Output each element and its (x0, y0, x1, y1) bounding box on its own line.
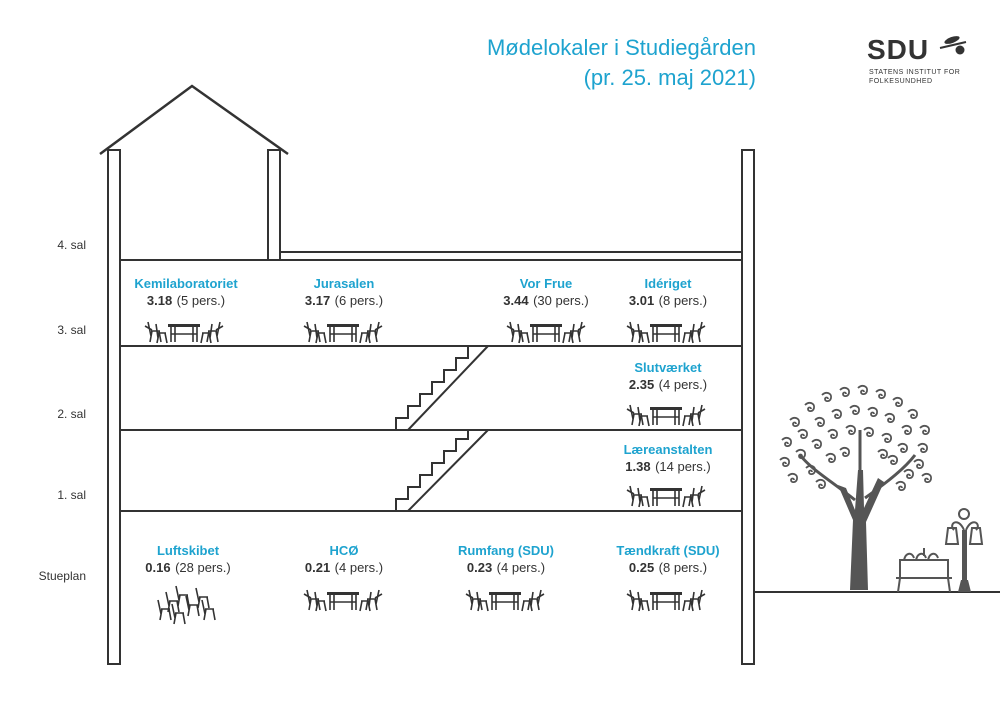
stacked-chairs-icon (157, 585, 216, 625)
room-code: 1.38 (625, 459, 651, 474)
room-code: 3.17 (304, 293, 331, 308)
room-vor-frue: Vor Frue 3.44 (30 pers.) (466, 275, 626, 310)
room-code: 0.25 (628, 560, 655, 575)
floor-label-3: 3. sal (57, 323, 86, 337)
logo-subtitle-2: FOLKESUNDHED (869, 78, 933, 85)
room-code: 3.18 (146, 293, 173, 308)
building-outline (99, 84, 1000, 665)
room-name: Jurasalen (313, 276, 375, 291)
room-taendkraft: Tændkraft (SDU) 0.25 (8 pers.) (588, 542, 748, 577)
floor-label-ground: Stueplan (38, 569, 86, 583)
table-with-chairs-icon (626, 589, 706, 612)
room-name: Idériget (644, 276, 692, 291)
logo-icon (939, 36, 967, 55)
room-code: 2.35 (628, 377, 655, 392)
table-with-chairs-icon (626, 485, 706, 508)
table-with-chairs-icon (144, 321, 224, 344)
room-name: Læreanstalten (623, 442, 713, 457)
room-code: 0.16 (145, 560, 171, 575)
floor-label-2: 2. sal (57, 407, 86, 421)
table-with-chairs-icon (626, 404, 706, 427)
room-name: Slutværket (634, 360, 702, 375)
room-slutvaerket: Slutværket 2.35 (4 pers.) (588, 359, 748, 394)
table-with-chairs-icon (506, 321, 586, 344)
room-ideriget: Idériget 3.01 (8 pers.) (588, 275, 748, 310)
room-capacity: (8 pers.) (658, 560, 708, 575)
sdu-logo: SDU (867, 34, 930, 65)
room-capacity: (14 pers.) (655, 459, 711, 474)
room-code: 0.23 (466, 560, 493, 575)
street-lamp-icon (944, 508, 984, 592)
room-capacity: (4 pers.) (658, 377, 708, 392)
tree-icon (779, 384, 933, 590)
chart-subtitle: (pr. 25. maj 2021) (583, 65, 756, 90)
room-jurasalen: Jurasalen 3.17 (6 pers.) (264, 275, 424, 310)
logo-subtitle-1: STATENS INSTITUT FOR (869, 69, 961, 76)
room-capacity: (30 pers.) (533, 293, 589, 308)
room-rumfang: Rumfang (SDU) 0.23 (4 pers.) (426, 542, 586, 577)
bench-icon (896, 548, 952, 593)
table-with-chairs-icon (465, 589, 545, 612)
room-code: 3.44 (503, 293, 529, 308)
room-laereanstalten: Læreanstalten 1.38 (14 pers.) (588, 441, 748, 476)
floor-label-4: 4. sal (57, 238, 86, 252)
staircase-icon (395, 345, 489, 512)
room-name: Vor Frue (519, 276, 573, 291)
room-capacity: (4 pers.) (334, 560, 384, 575)
room-code: 3.01 (628, 293, 655, 308)
table-with-chairs-icon (303, 321, 383, 344)
room-code: 0.21 (304, 560, 331, 575)
room-name: Tændkraft (SDU) (616, 543, 720, 558)
room-name: HCØ (329, 543, 359, 558)
room-kemilaboratoriet: Kemilaboratoriet 3.18 (5 pers.) (106, 275, 266, 310)
room-luftskibet: Luftskibet 0.16 (28 pers.) (108, 542, 268, 577)
chart-title: Mødelokaler i Studiegården (486, 35, 756, 60)
room-name: Kemilaboratoriet (134, 276, 238, 291)
room-capacity: (28 pers.) (175, 560, 231, 575)
room-capacity: (4 pers.) (496, 560, 546, 575)
floor-label-1: 1. sal (57, 488, 86, 502)
room-capacity: (6 pers.) (334, 293, 384, 308)
table-with-chairs-icon (303, 589, 383, 612)
table-with-chairs-icon (626, 321, 706, 344)
room-capacity: (5 pers.) (176, 293, 226, 308)
room-name: Rumfang (SDU) (457, 543, 555, 558)
room-name: Luftskibet (156, 543, 220, 558)
room-capacity: (8 pers.) (658, 293, 708, 308)
room-hco: HCØ 0.21 (4 pers.) (264, 542, 424, 577)
